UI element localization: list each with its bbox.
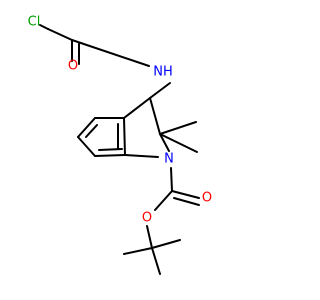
bond-nh-c3 xyxy=(149,82,171,99)
atom-label-layer: Cl O NH N O O xyxy=(28,15,212,226)
bond-tbu-methyl-right xyxy=(151,239,181,249)
bond-aromatic-inner-1 xyxy=(85,124,98,138)
bond-carbonyl-o-double-2 xyxy=(173,197,200,206)
atom-oxygen-ester: O xyxy=(142,211,152,226)
bond-c7-c7a xyxy=(123,117,126,156)
molecule-canvas: Cl O NH N O O xyxy=(27,14,213,275)
bond-carbonyl-o-double-1 xyxy=(171,190,200,199)
bond-o-ester-tbu xyxy=(146,225,153,249)
bond-c3-c2 xyxy=(149,97,161,135)
bond-layer xyxy=(39,24,200,275)
bond-c2-methyl-up xyxy=(159,121,197,135)
bond-c2-n1 xyxy=(159,133,170,152)
bond-c4-c5 xyxy=(77,117,96,138)
bond-tbu-methyl-left xyxy=(123,247,153,255)
bond-cl-ch2 xyxy=(39,24,49,30)
structure-diagram: Cl O NH N O O xyxy=(28,15,212,275)
bond-tbu-methyl-down xyxy=(151,247,161,275)
bond-ch2-co xyxy=(47,28,73,41)
atom-amide-nitrogen: NH xyxy=(153,65,173,80)
bond-c5-c6 xyxy=(77,136,96,157)
atom-oxygen-carbonyl: O xyxy=(202,191,212,206)
bond-c2-methyl-down xyxy=(159,133,198,153)
atom-oxygen-amide: O xyxy=(68,59,78,74)
bond-co-nh xyxy=(71,39,150,67)
bond-c3-c3a xyxy=(123,97,151,119)
bond-n1-carbonyl xyxy=(170,167,173,192)
bond-carbonyl-o-ester xyxy=(154,190,173,211)
atom-chlorine: Cl xyxy=(28,15,41,30)
bond-n1-c7a xyxy=(124,154,159,158)
atom-ring-nitrogen: N xyxy=(164,152,174,167)
bond-c6-c7 xyxy=(94,154,126,157)
